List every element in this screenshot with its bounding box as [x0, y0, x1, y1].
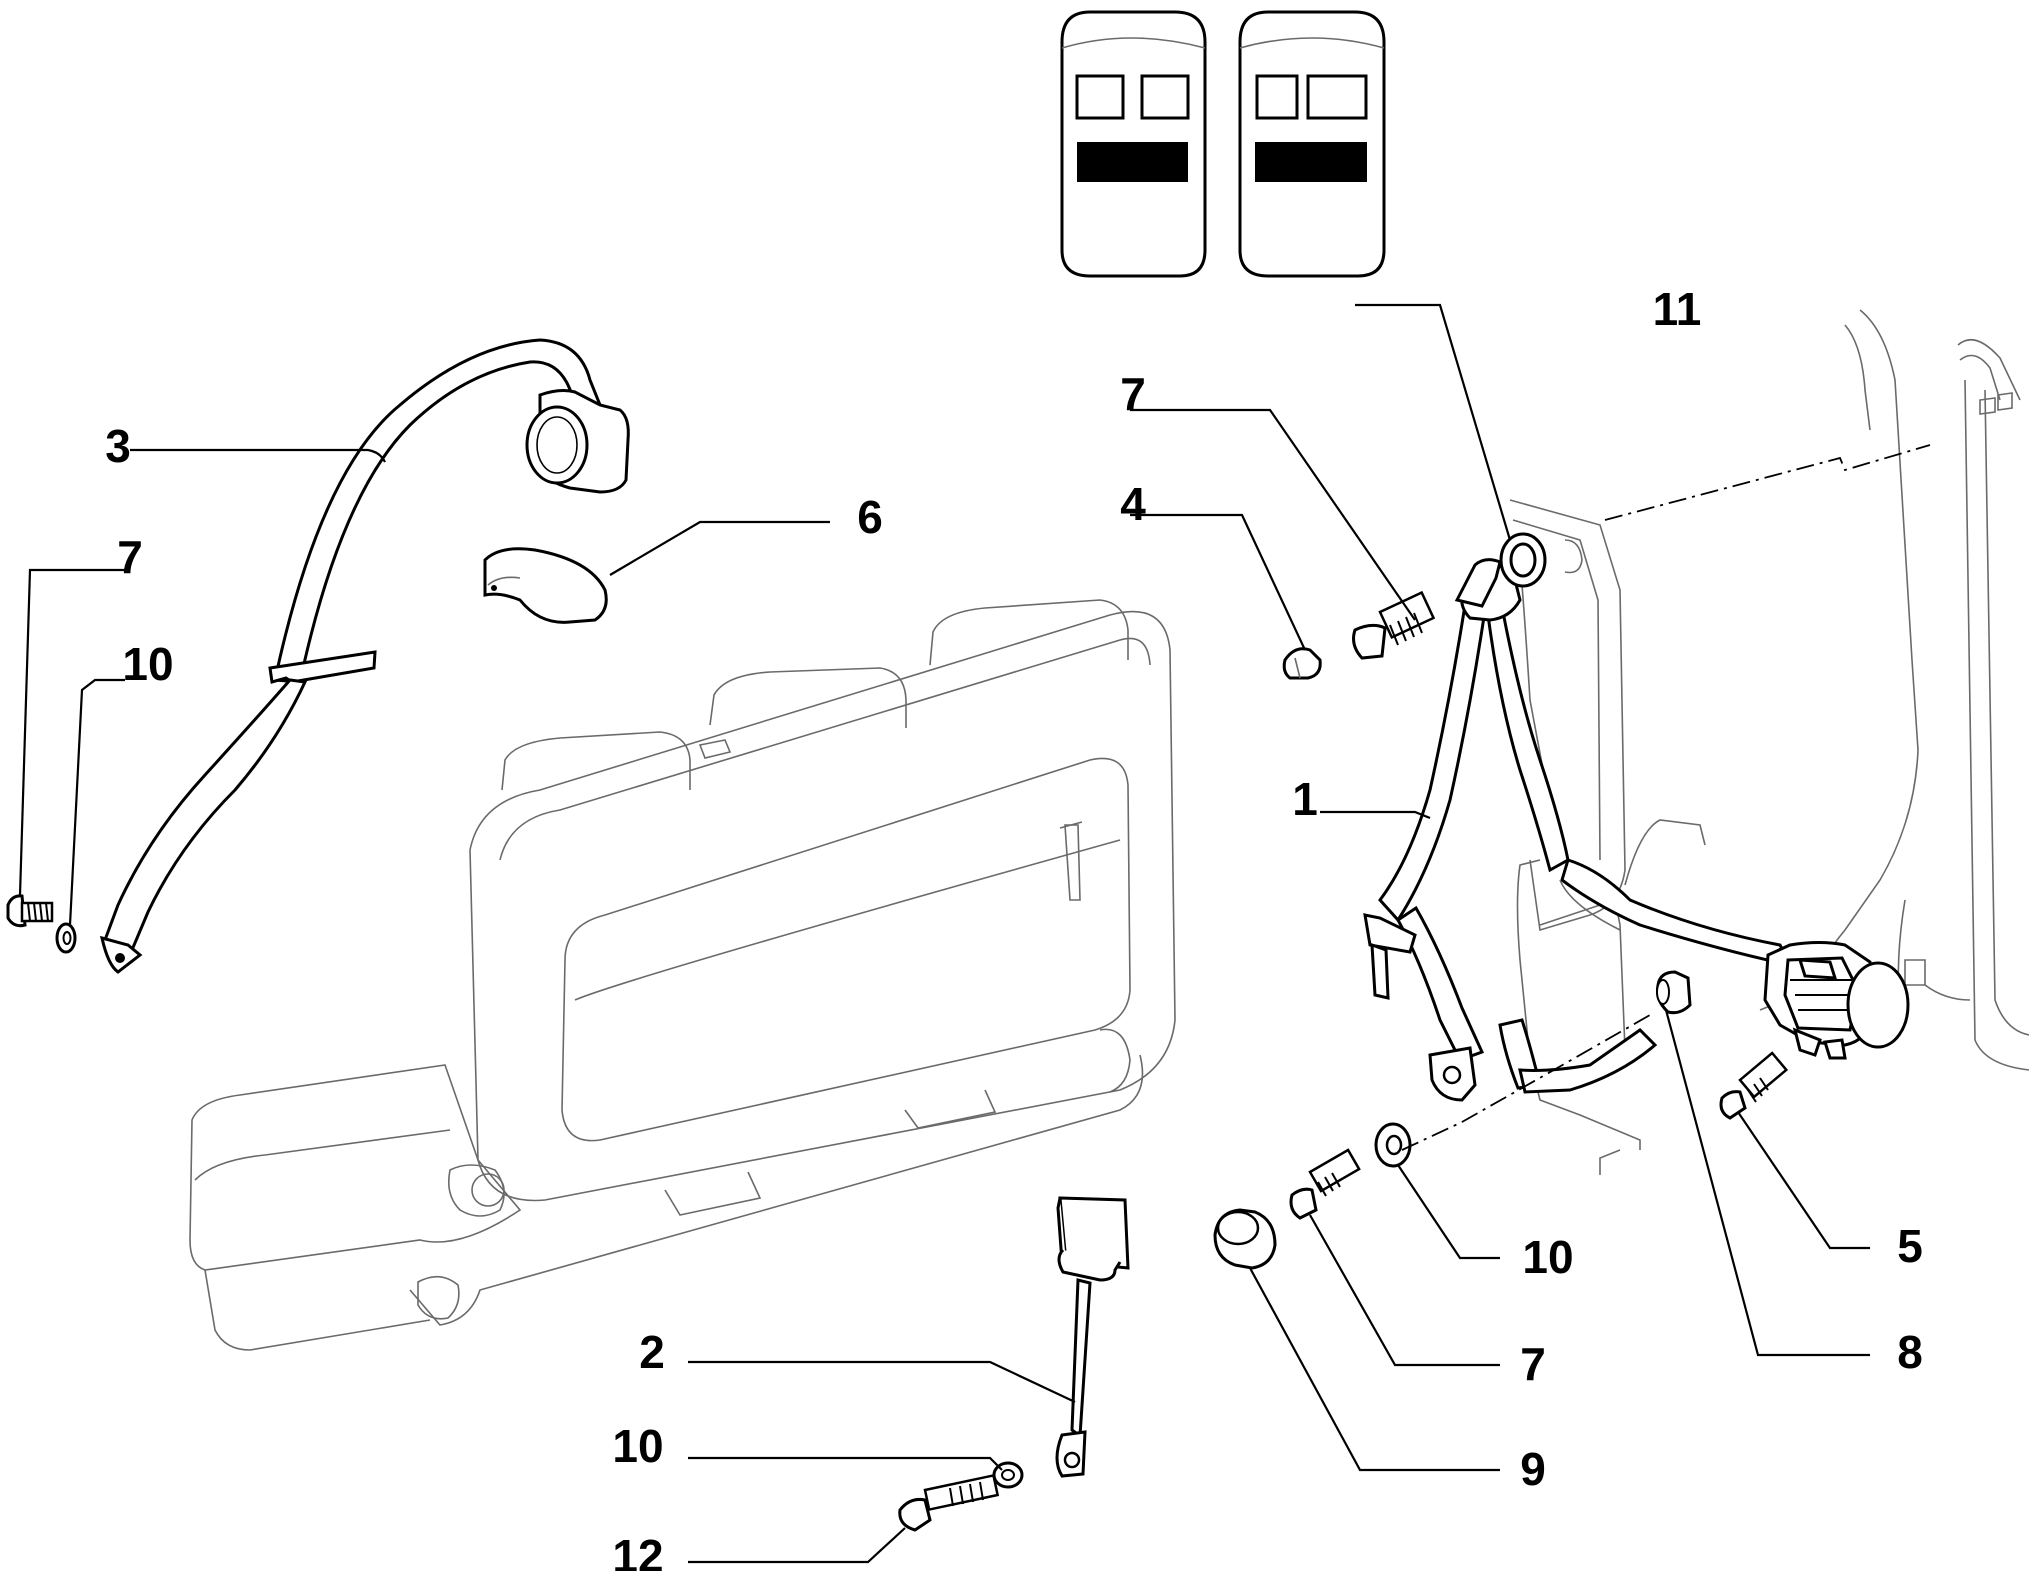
callout-10-right: 10	[1522, 1231, 1573, 1283]
retractor-unit-right	[1763, 941, 1910, 1060]
callout-1: 1	[1292, 773, 1318, 825]
part-3-seat-belt-retractor	[99, 338, 630, 974]
part-12-bolt	[898, 1473, 1000, 1532]
part-7-bolt-lower	[1289, 1148, 1361, 1220]
callout-11: 11	[1653, 283, 1702, 335]
callout-10-left: 10	[122, 638, 173, 690]
callout-8: 8	[1897, 1326, 1923, 1378]
callout-labels: 3 6 7 4 11 1 5 8 10 7 9 2 10 12 7 10	[105, 283, 1923, 1571]
part-11-ring-trim	[1499, 532, 1547, 588]
part-6-cover-cap	[483, 547, 608, 624]
assembly-axis-lines	[1401, 444, 1931, 1151]
leader-lines	[18, 303, 1870, 1564]
seat-pictogram-right	[1238, 10, 1386, 278]
rear-bench-seat	[189, 599, 1176, 1351]
callout-7-upper: 7	[1120, 368, 1146, 420]
part-10-washer-right	[1374, 1122, 1412, 1168]
part-8-spacer	[1656, 970, 1692, 1015]
callout-3: 3	[105, 420, 131, 472]
vehicle-body-pillar	[1509, 309, 2029, 1175]
part-5-bolt	[1719, 1051, 1789, 1120]
callout-5: 5	[1897, 1220, 1923, 1272]
callout-6: 6	[857, 491, 883, 543]
callout-10-bottom: 10	[612, 1420, 663, 1472]
part-1-seat-belt-front	[1363, 558, 1793, 1102]
callout-9: 9	[1520, 1443, 1546, 1495]
callout-12: 12	[612, 1530, 663, 1571]
part-10-washer-left	[55, 922, 77, 954]
part-9-cap	[1213, 1208, 1277, 1270]
seat-pictogram-left	[1060, 10, 1207, 278]
callout-7-lower: 7	[1520, 1338, 1546, 1390]
part-7-bolt-left	[6, 894, 54, 928]
part-4-clip	[1282, 647, 1322, 680]
part-7-bolt-upper	[1352, 590, 1436, 660]
part-2-buckle-assembly	[1055, 1196, 1130, 1478]
callout-4: 4	[1120, 478, 1146, 530]
callout-2: 2	[639, 1326, 665, 1378]
callout-7-left: 7	[117, 531, 143, 583]
